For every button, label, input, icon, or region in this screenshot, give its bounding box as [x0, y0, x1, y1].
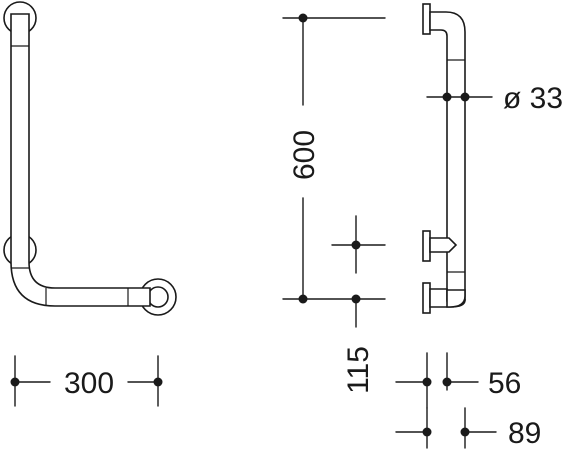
middle-mount-plate [422, 230, 431, 262]
bottom-mount-plate [422, 282, 431, 314]
depth-dim-dot-left [422, 427, 432, 437]
width-dimension-label: 300 [64, 367, 114, 400]
width-dim-dot-right [153, 377, 163, 387]
diameter-dim-dot-left [442, 92, 452, 102]
diameter-dimension-label: ø 33 [503, 82, 563, 115]
projection-dim-dot-left [422, 377, 432, 387]
offset-dimension-label: 115 [342, 346, 375, 394]
width-dim-dot-left [10, 377, 20, 387]
front-view: 300 [3, 1, 177, 407]
height-dimension-label: 600 [288, 130, 321, 180]
side-view: 600 115 ø 33 56 89 [282, 3, 563, 450]
projection-dim-dot-right [442, 377, 452, 387]
top-mount-plate [422, 3, 431, 35]
depth-dimension-label: 89 [508, 417, 541, 450]
depth-dim-dot-right [460, 427, 470, 437]
projection-dimension-label: 56 [488, 367, 521, 400]
offset-dim-dot-top [351, 240, 361, 250]
side-bar-tube [429, 11, 466, 301]
diameter-dim-dot-right [460, 92, 470, 102]
offset-dim-dot-bottom [351, 294, 361, 304]
height-dim-dot-bottom [298, 294, 308, 304]
side-wall-flange-inner [147, 286, 169, 308]
grab-bar-tube [10, 13, 151, 307]
middle-mount-arm [429, 237, 458, 253]
height-dim-dot-top [298, 13, 308, 23]
bottom-bend [446, 289, 466, 308]
